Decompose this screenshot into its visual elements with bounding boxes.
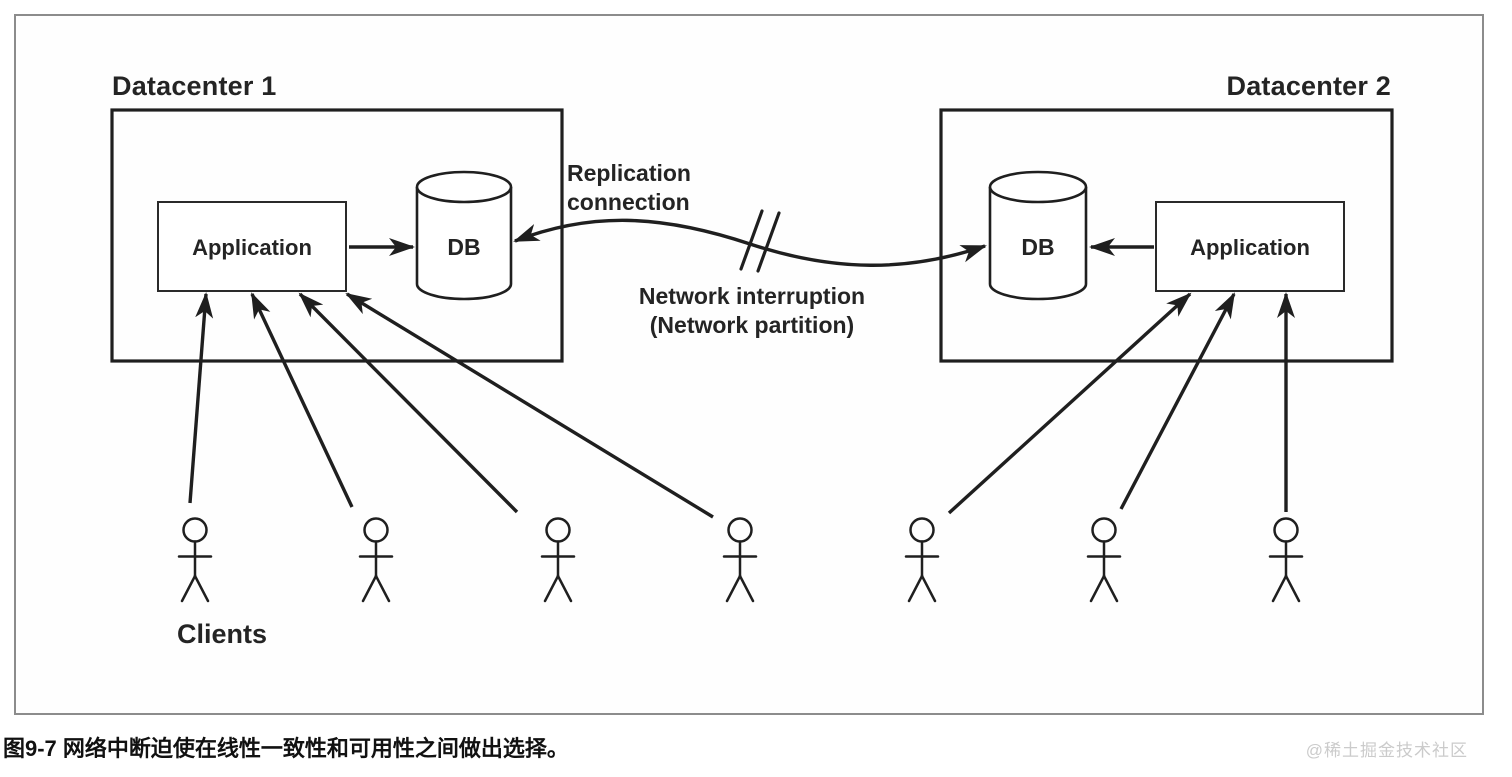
arrows-layer [188,238,1295,519]
application-2-label: Application [1190,235,1310,260]
db-2-label: DB [1021,234,1054,260]
figure-caption: 图9-7 网络中断迫使在线性一致性和可用性之间做出选择。 [3,736,569,761]
db-1-cylinder: DB [415,170,513,301]
datacenter-1-title: Datacenter 1 [112,71,276,101]
client-figure-1 [177,517,213,603]
client-figure-6 [1086,517,1122,603]
client-figure-5 [904,517,940,603]
clients-layer [177,517,1304,603]
network-break-icon [739,209,781,273]
client-figure-3 [540,517,576,603]
application-2-box [1155,201,1345,292]
db-1-label: DB [447,234,480,260]
datacenter-2-title: Datacenter 2 [1227,71,1391,101]
clients-label: Clients [177,619,267,649]
flow-arrow-client-6-to-application-2 [1119,292,1236,510]
watermark: @稀土掘金技术社区 [1305,741,1468,760]
replication-connection [513,209,987,273]
client-figure-4 [722,517,758,603]
application-1-box [157,201,347,292]
client-figure-2 [358,517,394,603]
flow-arrow-client-1-to-application-1 [188,292,214,504]
flow-arrow-client-3-to-application-1 [298,292,519,514]
diagram-frame [14,14,1484,715]
interruption-label-line1: Network interruption [639,283,865,309]
db-2-cylinder: DB [988,170,1088,301]
flow-arrow-client-4-to-application-1 [345,292,714,519]
flow-arrow-client-5-to-application-2 [947,292,1192,515]
flow-arrow-client-2-to-application-1 [250,292,354,508]
replication-label-line1: Replication [567,160,691,186]
client-figure-7 [1268,517,1304,603]
application-1-label: Application [192,235,312,260]
replication-label-line2: connection [567,189,690,215]
interruption-label-line2: (Network partition) [650,312,854,338]
